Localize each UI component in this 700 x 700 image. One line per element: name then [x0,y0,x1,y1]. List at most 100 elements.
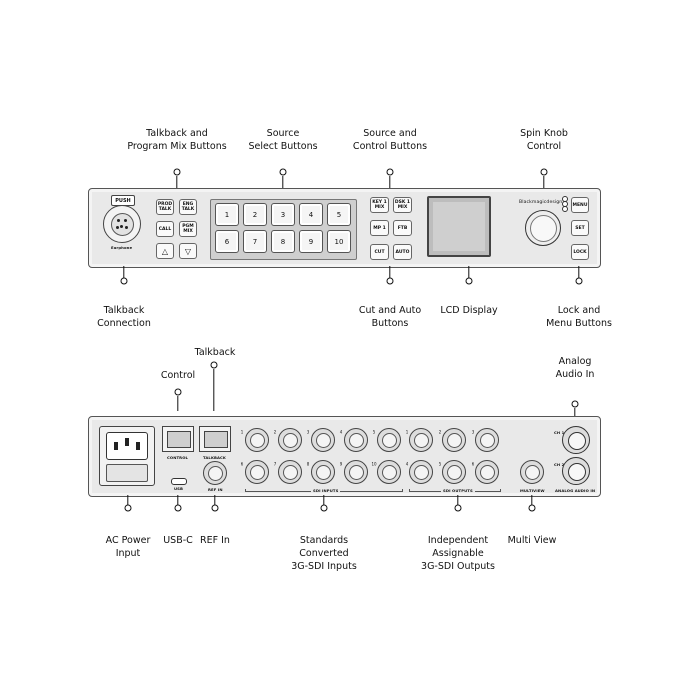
cut-button[interactable]: CUT [370,244,389,260]
callout-dot [210,361,218,369]
source-button-8[interactable]: 8 [271,230,295,253]
lock-button[interactable]: LOCK [571,244,589,260]
sdi-input-number: 1 [240,429,244,435]
button-label: ENG TALK [181,202,195,212]
sdi-input-9-bnc [344,460,368,484]
callout-line: LCD Display [440,305,498,316]
eng-talk-button[interactable]: ENG TALK [179,199,197,215]
arrow-down-icon: ▽ [184,246,192,256]
callout-line: Analog [558,356,592,367]
pgm-mix-button[interactable]: PGM MIX [179,221,197,237]
menu-button[interactable]: MENU [571,197,589,213]
sdi-output-number: 4 [405,461,409,467]
sdi-input-number: 10 [371,461,377,467]
source-button-4[interactable]: 4 [299,203,323,226]
callout-line: REF In [200,535,230,546]
control-ethernet-port [162,426,194,452]
callout-source-control: Source and Control Buttons [353,127,427,153]
ref-in-bnc [203,461,227,485]
callout-leader [457,495,459,506]
sdi-input-number: 7 [273,461,277,467]
sdi-output-number: 1 [405,429,409,435]
button-label: 2 [252,210,258,219]
dsk1-mix-button[interactable]: DSK 1 MIX [393,197,412,213]
ftb-button[interactable]: FTB [393,220,412,236]
callout-leader [578,266,580,279]
sdi-input-number: 3 [306,429,310,435]
callout-line: Audio In [555,369,595,380]
multiview-bnc [520,460,544,484]
button-label: 9 [308,237,314,246]
source-button-5[interactable]: 5 [327,203,351,226]
ch1-label: CH 1 [554,430,565,435]
button-label: 3 [280,210,286,219]
xlr-inner [111,213,134,236]
analog-audio-ch2-jack [562,457,590,485]
prod-talk-button[interactable]: PROD TALK [156,199,174,215]
key1-mix-button[interactable]: KEY 1 MIX [370,197,389,213]
source-button-6[interactable]: 6 [215,230,239,253]
callout-dot [211,504,219,512]
callout-line: Talkback [194,347,236,358]
source-button-3[interactable]: 3 [271,203,295,226]
mp1-button[interactable]: MP 1 [370,220,389,236]
source-button-1[interactable]: 1 [215,203,239,226]
sdi-input-6-bnc [245,460,269,484]
callout-usb-c: USB-C [163,534,193,547]
callout-leader [123,266,125,279]
sdi-output-2-bnc [442,428,466,452]
callout-line: AC Power [105,535,151,546]
rear-panel: CONTROL TALKBACK USB REF IN 1 2 3 4 5 6 … [88,416,601,497]
button-label: 4 [308,210,314,219]
callout-talkback-connection: Talkback Connection [97,304,151,330]
button-label: 7 [252,237,258,246]
button-label: PGM MIX [182,224,194,234]
arrow-up-button[interactable]: △ [156,243,174,259]
callout-dot [465,277,473,285]
callout-line: Buttons [371,318,409,329]
callout-leader [213,369,215,411]
button-label: AUTO [395,249,410,255]
xlr-pin [125,226,128,229]
auto-button[interactable]: AUTO [393,244,412,260]
sdi-input-3-bnc [311,428,335,452]
button-label: 1 [224,210,230,219]
button-label: 8 [280,237,286,246]
usb-label: USB [174,486,184,491]
iec-pin [136,442,140,450]
sdi-output-4-bnc [409,460,433,484]
callout-line: Cut and Auto [358,305,422,316]
source-button-10[interactable]: 10 [327,230,351,253]
callout-dot [386,168,394,176]
analog-audio-in-label: ANALOG AUDIO IN [555,488,596,493]
ch2-label: CH 2 [554,462,565,467]
sdi-input-number: 9 [339,461,343,467]
callout-leader [574,408,576,417]
call-button[interactable]: CALL [156,221,174,237]
spin-knob[interactable] [525,210,561,246]
source-button-2[interactable]: 2 [243,203,267,226]
button-label: MP 1 [373,225,386,231]
set-button[interactable]: SET [571,220,589,236]
xlr-pin [117,219,120,222]
sdi-inputs-label: SDI INPUTS [311,488,341,493]
jack-inner [568,463,586,481]
callout-leader [214,495,216,506]
sdi-input-1-bnc [245,428,269,452]
jack-inner [568,432,586,450]
sdi-output-1-bnc [409,428,433,452]
callout-line: USB-C [163,535,193,546]
source-button-9[interactable]: 9 [299,230,323,253]
button-label: CALL [158,226,172,232]
callout-ref-in: REF In [200,534,230,547]
button-label: 10 [334,237,344,246]
callout-dot [320,504,328,512]
source-button-7[interactable]: 7 [243,230,267,253]
callout-leader [543,176,545,190]
callout-dot [454,504,462,512]
sdi-output-6-bnc [475,460,499,484]
callout-dot [540,168,548,176]
sdi-output-number: 2 [438,429,442,435]
button-label: KEY 1 MIX [372,200,387,210]
arrow-down-button[interactable]: ▽ [179,243,197,259]
